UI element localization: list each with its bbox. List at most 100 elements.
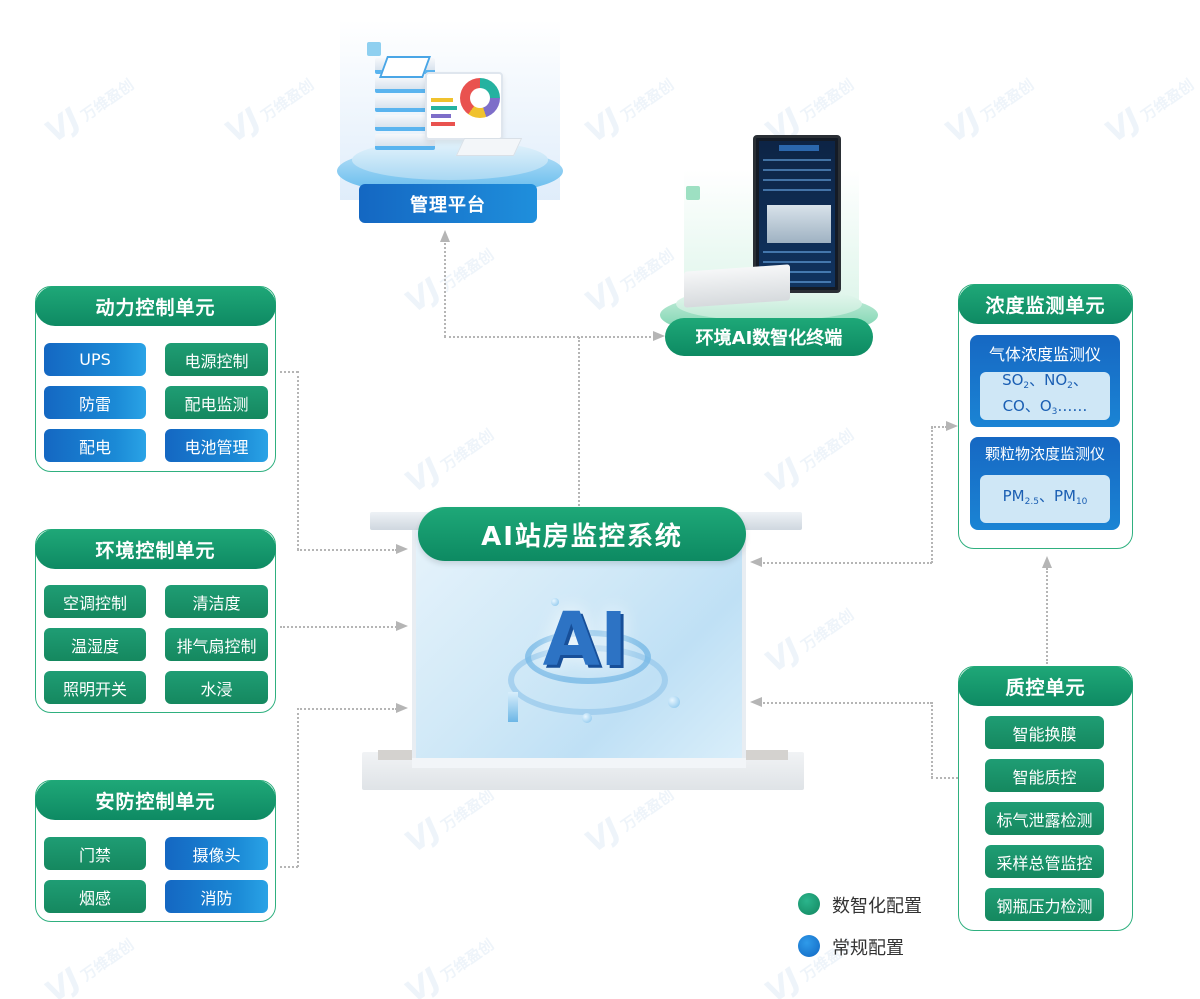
watermark: VJ万维盈创: [398, 245, 498, 321]
btn-access-control[interactable]: 门禁: [44, 837, 146, 870]
btn-ups[interactable]: UPS: [44, 343, 146, 376]
legend-dot-blue-icon: [798, 935, 820, 957]
btn-smoke-detector[interactable]: 烟感: [44, 880, 146, 913]
ai-logo-icon: AI: [542, 597, 628, 683]
pillar-decoration: [508, 692, 518, 722]
connector-line: [297, 371, 299, 550]
connector-line: [297, 708, 299, 867]
arrow-left-icon: [750, 697, 762, 707]
unit-title: 质控单元: [958, 666, 1133, 706]
arrow-up-icon: [440, 230, 450, 242]
gas-line-1: SO2、NO2、: [1002, 371, 1088, 391]
btn-camera[interactable]: 摄像头: [165, 837, 268, 870]
display-screen-icon: [753, 135, 841, 293]
btn-sampling-pipe-monitor[interactable]: 采样总管监控: [985, 845, 1104, 878]
gas-monitor-title: 气体浓度监测仪: [988, 345, 1101, 364]
connector-line: [444, 240, 446, 337]
btn-power-distribution[interactable]: 配电: [44, 429, 146, 462]
legend-dot-green-icon: [798, 893, 820, 915]
particle-monitor[interactable]: 颗粒物浓度监测仪 PM2.5、PM10: [970, 437, 1120, 530]
btn-exhaust-fan-control[interactable]: 排气扇控制: [165, 628, 268, 661]
unit-title: 浓度监测单元: [958, 284, 1133, 324]
watermark: VJ万维盈创: [398, 935, 498, 999]
unit-title: 安防控制单元: [35, 780, 276, 820]
btn-lightning-protection[interactable]: 防雷: [44, 386, 146, 419]
btn-water-leak[interactable]: 水浸: [165, 671, 268, 704]
arrow-left-icon: [750, 557, 762, 567]
watermark: VJ万维盈创: [38, 75, 138, 151]
watermark: VJ万维盈创: [758, 425, 858, 501]
legend-label-standard: 常规配置: [832, 938, 904, 959]
connector-line: [297, 708, 397, 710]
btn-gas-leak-detection[interactable]: 标气泄露检测: [985, 802, 1104, 835]
system-title: AI站房监控系统: [418, 507, 746, 561]
gas-monitor[interactable]: 气体浓度监测仪 SO2、NO2、 CO、O3……: [970, 335, 1120, 427]
connector-line: [931, 426, 947, 428]
connector-line: [444, 336, 659, 338]
btn-power-control[interactable]: 电源控制: [165, 343, 268, 376]
environment-control-unit: 环境控制单元 空调控制 清洁度 温湿度 排气扇控制 照明开关 水浸: [35, 529, 276, 713]
watermark: VJ万维盈创: [218, 75, 318, 151]
cube-icon: [686, 186, 700, 200]
watermark: VJ万维盈创: [1098, 75, 1198, 151]
watermark: VJ万维盈创: [938, 75, 1038, 151]
orb-decoration: [551, 598, 559, 606]
btn-cleanliness[interactable]: 清洁度: [165, 585, 268, 618]
unit-title: 动力控制单元: [35, 286, 276, 326]
watermark: VJ万维盈创: [578, 75, 678, 151]
connector-line: [931, 777, 958, 779]
particle-line: PM2.5、PM10: [1002, 487, 1088, 507]
connector-line: [297, 549, 397, 551]
btn-fire-protection[interactable]: 消防: [165, 880, 268, 913]
watermark: VJ万维盈创: [758, 605, 858, 681]
watermark: VJ万维盈创: [398, 425, 498, 501]
btn-battery-management[interactable]: 电池管理: [165, 429, 268, 462]
connector-line: [280, 371, 298, 373]
particle-monitor-values: PM2.5、PM10: [980, 475, 1110, 523]
connector-line: [931, 702, 933, 778]
ring-decoration: [525, 630, 651, 684]
connector-line: [280, 866, 298, 868]
arrow-right-icon: [653, 331, 665, 341]
quality-control-unit: 质控单元 智能换膜 智能质控 标气泄露检测 采样总管监控 钢瓶压力检测: [958, 666, 1133, 931]
unit-title: 环境控制单元: [35, 529, 276, 569]
gas-line-2: CO、O3……: [1002, 397, 1088, 417]
power-control-unit: 动力控制单元 UPS 电源控制 防雷 配电监测 配电 电池管理: [35, 286, 276, 472]
arrow-right-icon: [946, 421, 958, 431]
server-top: [378, 56, 432, 78]
management-platform-label[interactable]: 管理平台: [359, 184, 537, 223]
btn-power-distribution-monitor[interactable]: 配电监测: [165, 386, 268, 419]
arrow-right-icon: [396, 544, 408, 554]
particle-monitor-title: 颗粒物浓度监测仪: [984, 445, 1105, 463]
keyboard-icon: [455, 138, 523, 156]
btn-temp-humidity[interactable]: 温湿度: [44, 628, 146, 661]
chart-bar: [431, 98, 453, 102]
gas-monitor-values: SO2、NO2、 CO、O3……: [980, 371, 1110, 420]
btn-ac-control[interactable]: 空调控制: [44, 585, 146, 618]
btn-cylinder-pressure[interactable]: 钢瓶压力检测: [985, 888, 1104, 921]
orb-decoration: [668, 696, 680, 708]
connector-line: [280, 626, 397, 628]
chart-bar: [431, 106, 457, 110]
connector-line: [760, 562, 932, 564]
connector-line: [578, 337, 580, 509]
watermark: VJ万维盈创: [38, 935, 138, 999]
gateway-device-icon: [684, 264, 790, 308]
connector-line: [931, 427, 933, 563]
connector-line: [760, 702, 932, 704]
connector-line: [1046, 568, 1048, 664]
arrow-right-icon: [396, 703, 408, 713]
ai-terminal-label[interactable]: 环境AI数智化终端: [665, 318, 873, 356]
donut-chart-icon: [460, 78, 500, 118]
btn-lighting-switch[interactable]: 照明开关: [44, 671, 146, 704]
security-control-unit: 安防控制单元 门禁 摄像头 烟感 消防: [35, 780, 276, 922]
arrow-right-icon: [396, 621, 408, 631]
btn-smart-membrane-change[interactable]: 智能换膜: [985, 716, 1104, 749]
legend-label-digital: 数智化配置: [832, 896, 922, 917]
arrow-up-icon: [1042, 556, 1052, 568]
cube-icon: [367, 42, 381, 56]
orb-decoration: [582, 713, 592, 723]
btn-smart-qc[interactable]: 智能质控: [985, 759, 1104, 792]
chart-bar: [431, 114, 451, 118]
chart-bar: [431, 122, 455, 126]
